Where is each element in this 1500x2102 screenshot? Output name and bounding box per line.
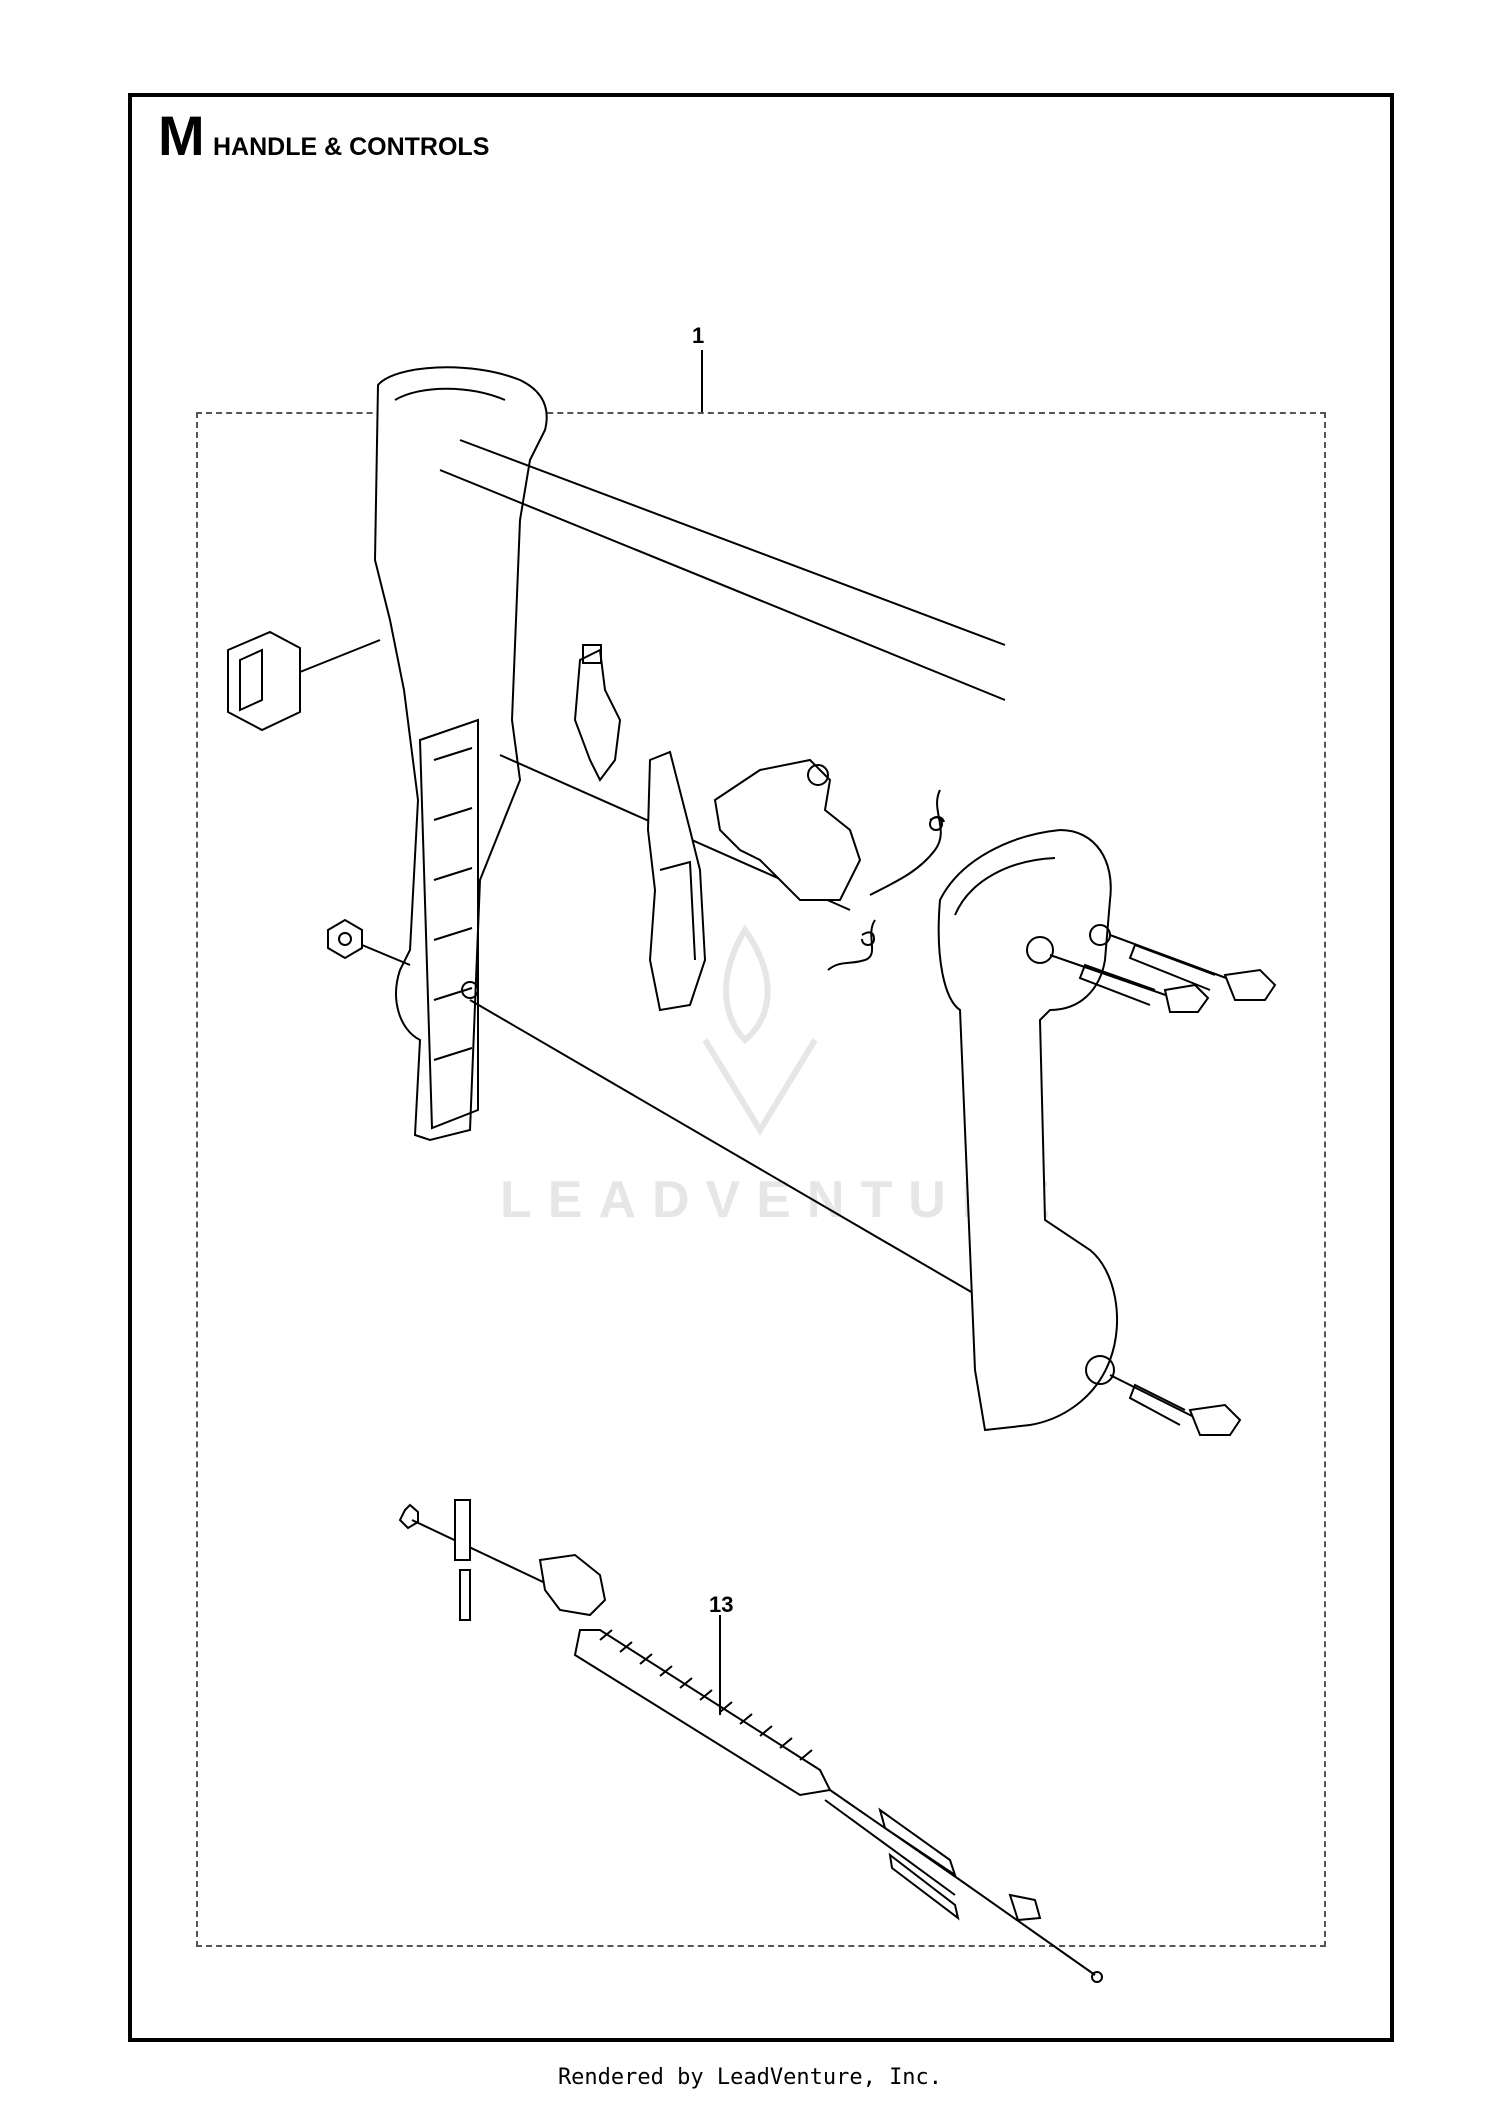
- diagram-frame: [128, 93, 1394, 2042]
- callout-13: 13: [709, 1592, 734, 1617]
- spring-part-lower: [827, 919, 876, 971]
- watermark-logo: [702, 924, 818, 1136]
- screw-part-lower: [1109, 1374, 1242, 1436]
- throttle-trigger-part: [646, 750, 707, 1012]
- spring-part-upper: [869, 789, 945, 896]
- screw-part-middle: [1049, 954, 1210, 1013]
- footer-credit: Rendered by LeadVenture, Inc.: [557, 2065, 943, 2090]
- callout-1: 1: [692, 323, 705, 348]
- right-handle-half-part: [937, 828, 1119, 1432]
- throttle-cable-part: [398, 1499, 1103, 1983]
- throttle-lever-part: [713, 758, 862, 901]
- screw-part-upper: [1109, 934, 1277, 1001]
- kit-dashed-box: [196, 412, 1326, 1947]
- section-title: HANDLE & CONTROLS: [213, 133, 490, 161]
- watermark-text: LEADVENTURE: [500, 1171, 1067, 1229]
- stop-switch-part: [227, 630, 381, 732]
- throttle-lock-part: [573, 644, 622, 782]
- nut-part: [327, 918, 411, 966]
- section-letter: M: [158, 104, 205, 167]
